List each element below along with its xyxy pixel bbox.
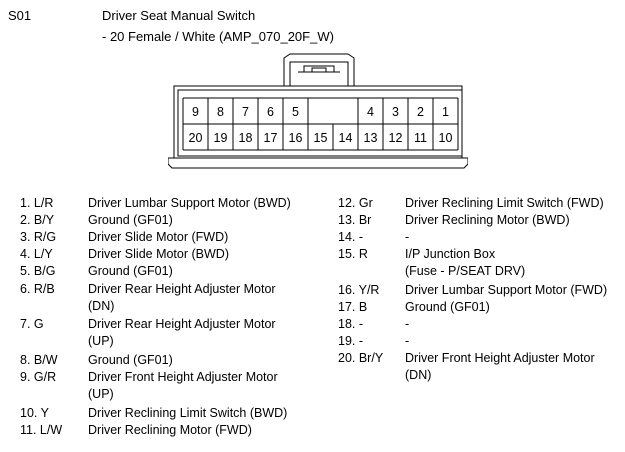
pin-description: Driver Slide Motor (BWD) bbox=[88, 247, 229, 262]
pin-number-color: 9. G/R bbox=[20, 370, 57, 384]
pin-number-color: 4. L/Y bbox=[20, 247, 53, 262]
pin-number-color: 17. B bbox=[338, 300, 368, 315]
pin-description: (DN) bbox=[405, 368, 432, 383]
pin-description: Driver Reclining Motor (FWD) bbox=[88, 422, 252, 437]
pin-cell-top: 8 bbox=[217, 105, 224, 119]
pin-number-color: 10. Y bbox=[20, 405, 49, 420]
pin-cell-bottom: 19 bbox=[214, 131, 228, 145]
pin-description: Ground (GF01) bbox=[88, 264, 173, 279]
pin-description: Driver Reclining Limit Switch (BWD) bbox=[88, 405, 288, 420]
pin-number-color: 8. B/W bbox=[20, 352, 58, 367]
pin-description: (Fuse - P/SEAT DRV) bbox=[405, 264, 526, 279]
pin-description: Driver Rear Height Adjuster Motor bbox=[88, 317, 276, 332]
pin-number-color: 5. B/G bbox=[20, 264, 56, 279]
pin-description: Driver Slide Motor (FWD) bbox=[88, 230, 229, 245]
pin-cell-bottom: 16 bbox=[289, 131, 303, 145]
pin-description: Driver Reclining Motor (BWD) bbox=[405, 213, 570, 228]
pin-description: Driver Lumbar Support Motor (BWD) bbox=[88, 196, 291, 210]
pin-description: Driver Front Height Adjuster Motor bbox=[88, 370, 278, 384]
pin-number-color: 12. Gr bbox=[338, 196, 373, 210]
pin-number-color: 19. - bbox=[338, 334, 364, 349]
pin-cell-top: 6 bbox=[267, 105, 274, 119]
pin-cell-bottom: 14 bbox=[339, 131, 353, 145]
pin-cell-bottom: 10 bbox=[439, 131, 453, 145]
pin-description: Driver Front Height Adjuster Motor bbox=[405, 351, 595, 366]
pin-number-color: 15. R bbox=[338, 247, 368, 262]
pin-cell-bottom: 11 bbox=[414, 131, 427, 145]
pin-number-color: 14. - bbox=[338, 230, 364, 245]
pin-description: - bbox=[405, 334, 410, 349]
pin-description: - bbox=[405, 230, 410, 245]
pin-cell-top: 5 bbox=[292, 105, 299, 119]
pin-description: Driver Reclining Limit Switch (FWD) bbox=[405, 196, 604, 210]
pin-cell-bottom: 13 bbox=[364, 131, 378, 145]
pin-description: Ground (GF01) bbox=[88, 213, 173, 228]
pin-number-color: 11. L/W bbox=[20, 422, 63, 437]
pin-description: Driver Lumbar Support Motor (FWD) bbox=[405, 283, 608, 297]
pin-description: (DN) bbox=[88, 298, 115, 313]
pin-number-color: 18. - bbox=[338, 317, 364, 332]
pin-number-color: 6. R/B bbox=[20, 281, 55, 296]
connector-latch bbox=[283, 53, 355, 86]
connector-spec: - 20 Female / White (AMP_070_20F_W) bbox=[102, 29, 334, 44]
pin-number-color: 13. Br bbox=[338, 213, 372, 228]
component-title: Driver Seat Manual Switch bbox=[102, 8, 256, 23]
pin-description: (UP) bbox=[88, 334, 114, 349]
pin-description: (UP) bbox=[88, 387, 114, 402]
pin-cell-bottom: 20 bbox=[189, 131, 203, 145]
pin-description: Ground (GF01) bbox=[88, 352, 173, 367]
pin-cell-bottom: 12 bbox=[389, 131, 403, 145]
pin-number-color: 2. B/Y bbox=[20, 213, 55, 228]
pin-description: - bbox=[405, 317, 410, 332]
pin-cell-top: 1 bbox=[442, 105, 449, 119]
pin-cell-top: 7 bbox=[242, 105, 249, 119]
pin-cell-bottom: 15 bbox=[314, 131, 328, 145]
pin-cell-bottom: 18 bbox=[239, 131, 253, 145]
pin-description: Ground (GF01) bbox=[405, 300, 490, 315]
pin-cell-top: 9 bbox=[192, 105, 199, 119]
connector-code: S01 bbox=[8, 8, 32, 23]
pin-number-color: 16. Y/R bbox=[338, 283, 380, 297]
pin-number-color: 7. G bbox=[20, 317, 44, 332]
pin-number-color: 20. Br/Y bbox=[338, 351, 384, 366]
pin-cell-top: 4 bbox=[367, 105, 374, 119]
pin-cell-top: 3 bbox=[392, 105, 399, 119]
pin-description: I/P Junction Box bbox=[405, 247, 496, 262]
pin-description: Driver Rear Height Adjuster Motor bbox=[88, 281, 276, 296]
pin-cell-bottom: 17 bbox=[264, 131, 278, 145]
pin-number-color: 1. L/R bbox=[20, 196, 54, 210]
pin-cell-top: 2 bbox=[417, 105, 424, 119]
pin-number-color: 3. R/G bbox=[20, 230, 57, 245]
